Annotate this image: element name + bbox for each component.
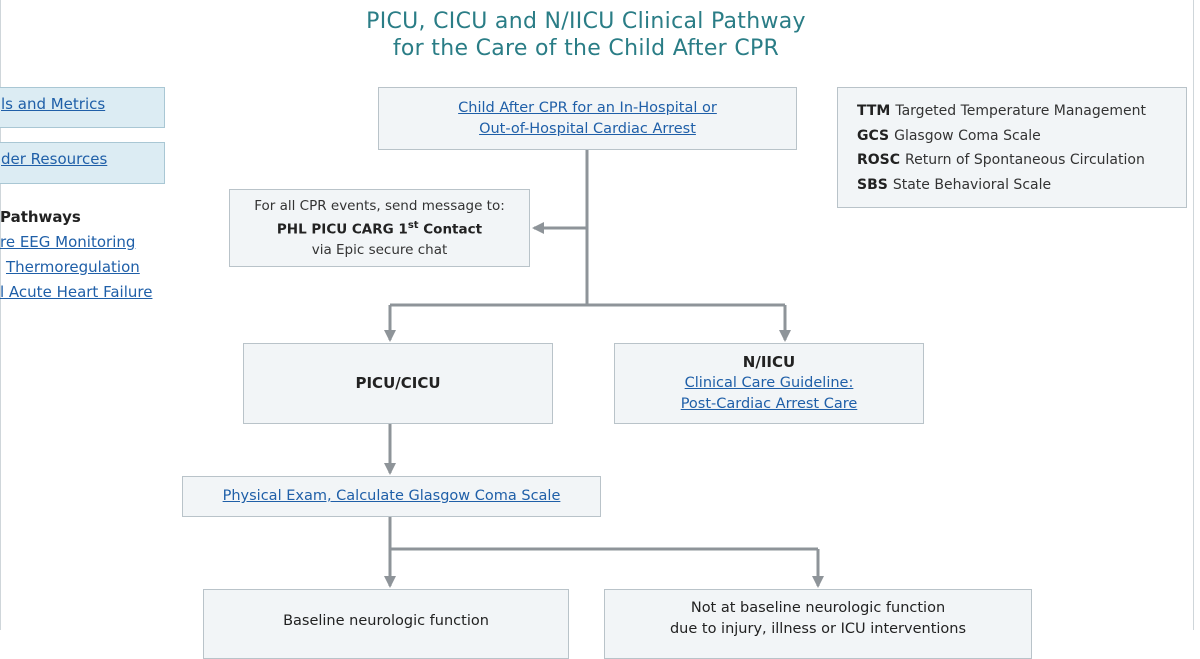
page-left-edge [0,0,1,630]
message-line-3: via Epic secure chat [311,241,448,258]
node-physical-exam-link[interactable]: Physical Exam, Calculate Glasgow Coma Sc… [222,488,561,504]
related-pathways: Pathways re EEG Monitoring Thermoregulat… [0,205,152,305]
legend-abbr: TTM [857,103,891,119]
legend-abbr: SBS [857,176,888,193]
niicu-guideline-link-line1[interactable]: Clinical Care Guideline: [684,375,854,391]
node-picu-cicu: PICU/CICU [243,343,553,424]
message-line-1: For all CPR events, send message to: [254,198,505,215]
message-line-2: PHL PICU CARG 1st Contact [277,216,482,240]
node-niicu-label: N/IICU [742,353,796,371]
node-child-after-cpr-link-line2[interactable]: Out-of-Hospital Cardiac Arrest [479,120,696,137]
sidebar-provider-resources-button[interactable]: der Resources [0,142,165,184]
pathway-link-thermoregulation[interactable]: Thermoregulation [6,258,140,276]
page-right-edge [1193,0,1194,630]
sidebar-provider-resources-link[interactable]: der Resources [1,150,108,168]
flow-connectors [384,150,824,588]
sidebar-goals-metrics-link[interactable]: ls and Metrics [1,95,106,113]
node-picu-cicu-label: PICU/CICU [355,374,441,392]
message-recipient-suffix: Contact [418,221,483,238]
legend-text: Return of Spontaneous Circulation [905,152,1145,168]
niicu-guideline-link-line2[interactable]: Post-Cardiac Arrest Care [680,396,858,412]
node-not-baseline-line1: Not at baseline neurologic function [690,600,946,616]
page-title: PICU, CICU and N/IICU Clinical Pathway f… [286,8,886,62]
legend-text: Glasgow Coma Scale [894,127,1041,144]
legend-text: State Behavioral Scale [892,176,1052,193]
node-baseline-neuro-label: Baseline neurologic function [283,613,489,629]
legend-text: Targeted Temperature Management [895,103,1146,119]
node-send-message: For all CPR events, send message to: PHL… [229,189,530,267]
node-physical-exam[interactable]: Physical Exam, Calculate Glasgow Coma Sc… [182,476,601,517]
pathway-link-eeg-monitoring[interactable]: re EEG Monitoring [0,233,136,251]
node-child-after-cpr[interactable]: Child After CPR for an In-Hospital or Ou… [378,87,797,150]
node-baseline-neuro: Baseline neurologic function [203,589,569,659]
related-pathways-heading: Pathways [0,208,81,226]
pathway-link-heart-failure[interactable]: l Acute Heart Failure [0,283,153,301]
legend-abbr: ROSC [857,152,901,168]
message-superscript: st [407,220,419,232]
title-line-2: for the Care of the Child After CPR [392,36,780,61]
sidebar-goals-metrics-button[interactable]: ls and Metrics [0,87,165,128]
node-niicu: N/IICU Clinical Care Guideline: Post-Car… [614,343,924,424]
node-not-baseline-neuro: Not at baseline neurologic function due … [604,589,1032,659]
title-line-1: PICU, CICU and N/IICU Clinical Pathway [366,9,806,34]
node-child-after-cpr-link-line1[interactable]: Child After CPR for an In-Hospital or [458,99,717,116]
legend-abbr: GCS [857,127,890,144]
message-recipient: PHL PICU CARG 1 [276,221,408,238]
